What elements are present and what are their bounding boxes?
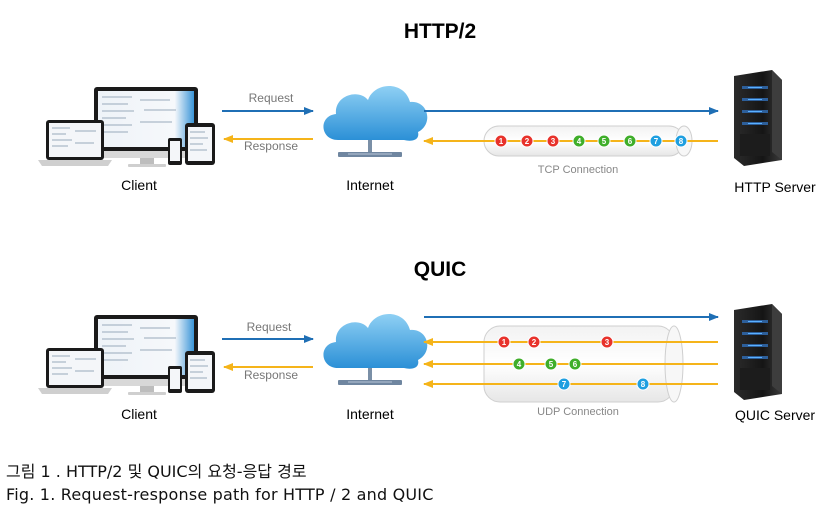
cloud-icon bbox=[323, 314, 428, 385]
packet-5: 5 bbox=[597, 134, 611, 148]
packet-dot bbox=[497, 335, 511, 349]
packet-2: 2 bbox=[527, 335, 541, 349]
packet-number: 1 bbox=[499, 137, 504, 146]
http2-section: HTTP/2 bbox=[38, 20, 816, 195]
packet-dot bbox=[544, 357, 558, 371]
internet-label: Internet bbox=[346, 406, 394, 422]
cloud-icon bbox=[323, 86, 428, 157]
packet-number: 2 bbox=[532, 338, 537, 347]
packet-dot bbox=[600, 335, 614, 349]
response-label: Response bbox=[244, 368, 298, 382]
packet-number: 1 bbox=[502, 338, 507, 347]
request-label: Request bbox=[247, 320, 292, 334]
packet-dot bbox=[649, 134, 663, 148]
packet-number: 6 bbox=[573, 360, 578, 369]
internet-label: Internet bbox=[346, 177, 394, 193]
packet-1: 1 bbox=[497, 335, 511, 349]
connection-label: UDP Connection bbox=[537, 406, 619, 418]
udp-packets: 1 2 3 4 5 6 7 8 bbox=[497, 335, 650, 391]
client-devices-icon bbox=[38, 87, 215, 167]
packet-dot bbox=[512, 357, 526, 371]
server-icon bbox=[734, 70, 782, 166]
packet-dot bbox=[674, 134, 688, 148]
packet-number: 3 bbox=[551, 137, 556, 146]
section-title: HTTP/2 bbox=[404, 20, 476, 43]
packet-1: 1 bbox=[494, 134, 508, 148]
server-icon bbox=[734, 304, 782, 400]
packet-number: 8 bbox=[679, 137, 684, 146]
packet-number: 5 bbox=[602, 137, 607, 146]
packet-3: 3 bbox=[600, 335, 614, 349]
packet-dot bbox=[623, 134, 637, 148]
packet-dot bbox=[597, 134, 611, 148]
packet-dot bbox=[636, 377, 650, 391]
packet-number: 8 bbox=[641, 380, 646, 389]
packet-8: 8 bbox=[636, 377, 650, 391]
packet-7: 7 bbox=[557, 377, 571, 391]
request-label: Request bbox=[249, 91, 294, 105]
packet-number: 7 bbox=[562, 380, 567, 389]
packet-2: 2 bbox=[520, 134, 534, 148]
packet-number: 7 bbox=[654, 137, 659, 146]
section-title: QUIC bbox=[414, 258, 467, 281]
client-label: Client bbox=[121, 406, 157, 422]
response-label: Response bbox=[244, 139, 298, 153]
packet-dot bbox=[568, 357, 582, 371]
packet-8: 8 bbox=[674, 134, 688, 148]
server-label: QUIC Server bbox=[735, 407, 815, 423]
packet-dot bbox=[520, 134, 534, 148]
packet-number: 5 bbox=[549, 360, 554, 369]
packet-number: 3 bbox=[605, 338, 610, 347]
packet-dot bbox=[546, 134, 560, 148]
client-devices-icon bbox=[38, 315, 215, 395]
packet-number: 2 bbox=[525, 137, 530, 146]
figure-caption-korean: 그림 1 . HTTP/2 및 QUIC의 요청-응답 경로 bbox=[6, 462, 307, 481]
server-label: HTTP Server bbox=[734, 179, 816, 195]
packet-5: 5 bbox=[544, 357, 558, 371]
tcp-packets: 1 2 3 4 5 6 7 8 bbox=[494, 134, 688, 148]
packet-4: 4 bbox=[572, 134, 586, 148]
packet-6: 6 bbox=[568, 357, 582, 371]
packet-dot bbox=[494, 134, 508, 148]
figure-caption-english: Fig. 1. Request-response path for HTTP /… bbox=[6, 485, 434, 504]
quic-section: QUIC bbox=[38, 258, 815, 423]
packet-3: 3 bbox=[546, 134, 560, 148]
packet-7: 7 bbox=[649, 134, 663, 148]
packet-number: 6 bbox=[628, 137, 633, 146]
connection-label: TCP Connection bbox=[538, 164, 619, 176]
packet-6: 6 bbox=[623, 134, 637, 148]
packet-number: 4 bbox=[517, 360, 522, 369]
packet-number: 4 bbox=[577, 137, 582, 146]
client-label: Client bbox=[121, 177, 157, 193]
packet-dot bbox=[527, 335, 541, 349]
packet-dot bbox=[572, 134, 586, 148]
packet-4: 4 bbox=[512, 357, 526, 371]
packet-dot bbox=[557, 377, 571, 391]
